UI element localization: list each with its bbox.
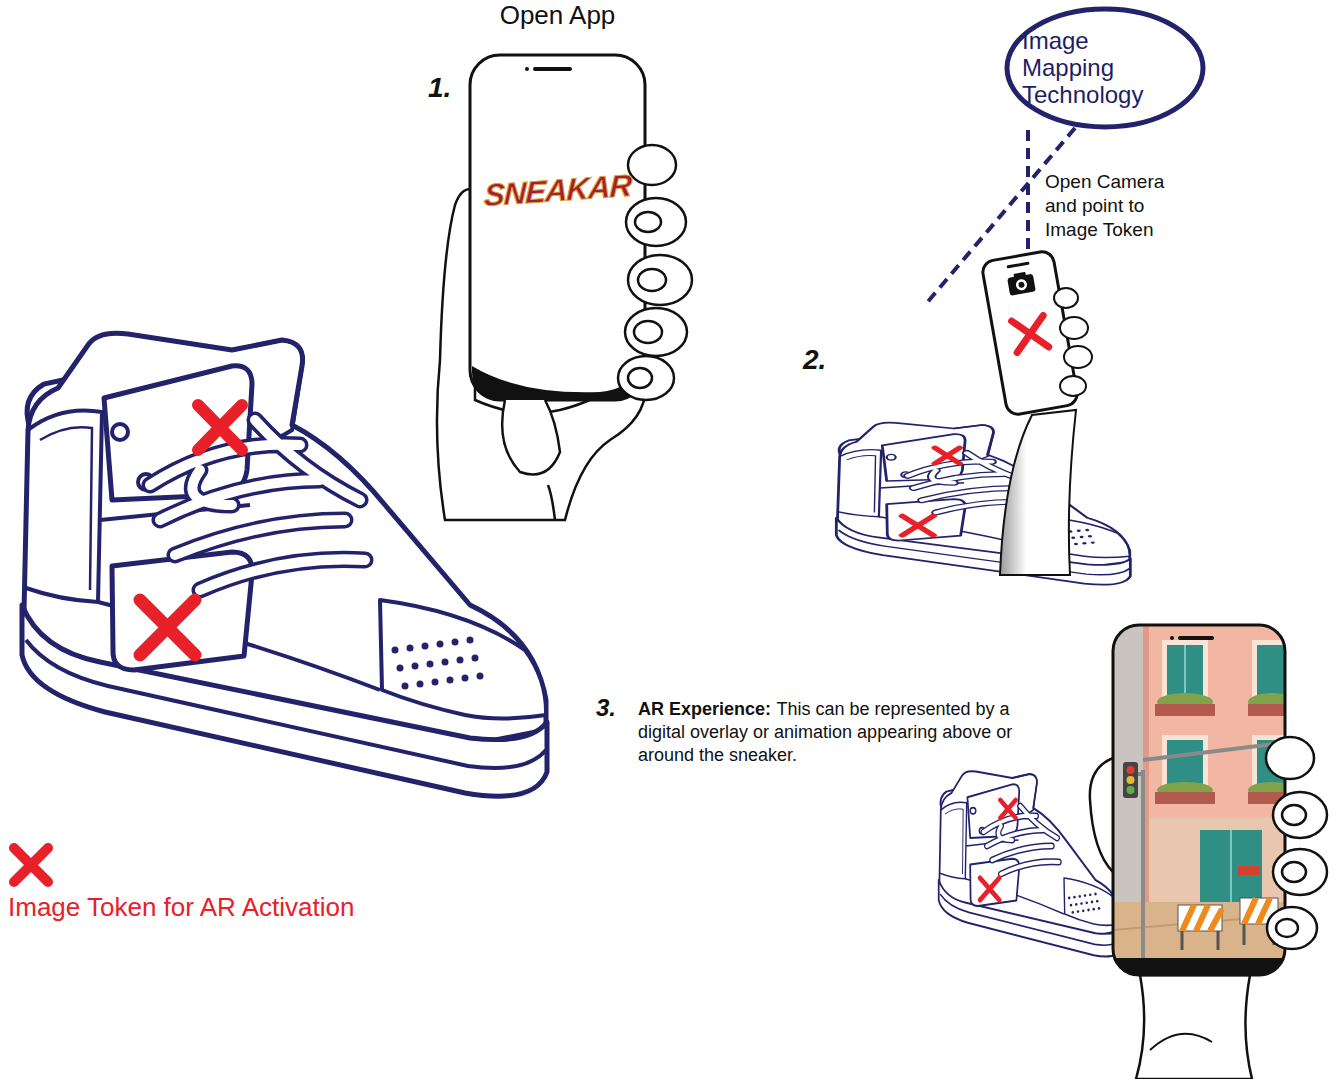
hand-holding-phone-part [502,400,560,475]
sneaker-illustration [836,423,1130,585]
hand-holding-phone-part-part [628,368,652,388]
technology-ellipse: Image Mapping Technology [1004,6,1206,130]
hand-holding-phone-part [1136,975,1252,1079]
hand-holding-phone-part [1180,636,1212,640]
hand-holding-phone-part-part [1155,792,1215,804]
hand-holding-phone-part-part [1257,645,1285,699]
hand-holding-phone-part [548,485,555,520]
hand-holding-phone-part [1170,636,1174,640]
hand-holding-phone-part-part [618,356,674,400]
hand-holding-phone-part-part [1123,762,1138,798]
step-heading: Open App [440,0,675,31]
hand-holding-phone-part-part [1149,818,1285,908]
hand-holding-phone-part-part [1054,288,1078,308]
hand-holding-phone-part-part [1128,742,1285,975]
hand-holding-phone-part [1113,625,1285,975]
hand-holding-phone-part-part [1064,346,1092,368]
hand-holding-phone-part [525,67,529,71]
hand-holding-phone [1090,625,1327,1079]
description-heading: AR Experience: [638,699,771,719]
ellipse-shape [1007,9,1203,127]
token-symbol-cross [14,848,48,882]
hand-holding-phone-part-part [1267,907,1317,949]
description-paragraph: AR Experience:This can be represented by… [638,698,1048,767]
hand-holding-phone-part-part [1182,924,1274,950]
hand-holding-phone-part-part [1127,776,1135,784]
app-phone: Open AppSNEAKAR [470,55,645,400]
legend-entry: Image Token for AR Activation [8,838,354,923]
sneaker-illustration-part [836,423,1130,585]
hand-holding-phone-part-part [1252,640,1285,702]
hand-holding-phone-part-part [1273,792,1327,838]
hand-holding-phone-part-part [1266,737,1314,779]
hand-holding-phone-part-part [1155,704,1215,716]
app-logo-text: SNEAKAR [469,167,646,215]
hand-holding-phone-part [1000,410,1076,575]
hand-holding-phone-part-part [626,198,686,246]
legend-label: Image Token for AR Activation [8,892,354,923]
hand-holding-phone-part [1150,1034,1212,1050]
hand-holding-phone-part-part [1162,640,1208,702]
hand-holding-phone-part [535,67,570,71]
hand-holding-phone-part-part [1127,786,1135,794]
leader-line-part [1026,130,1030,252]
hand-holding-phone-part [1054,288,1092,396]
step-number: 1. [428,72,451,104]
hand-holding-phone-part-part [1182,905,1222,931]
hand-holding-phone-part-part [1244,898,1270,924]
hand-holding-phone-part [1266,737,1327,949]
hand-holding-phone-part-part [1282,805,1306,825]
hand-holding-phone-part-part [1238,866,1260,875]
hand-holding-phone-part-part [1015,278,1028,291]
hand-holding-phone-part-part [1184,645,1186,699]
hand-holding-phone [981,250,1092,575]
hand-holding-phone-part-part [634,321,662,343]
hand-holding-phone-part-part [1013,272,1026,279]
hand-holding-phone-part [470,55,645,400]
hand-holding-phone-part-part [1178,905,1222,931]
hand-holding-phone-part-part [638,269,666,291]
hand-holding-phone-part-part [1282,862,1306,882]
hand-holding-phone-part-part [1060,376,1086,396]
hand-holding-phone-part-part [1248,704,1285,716]
hand-holding-phone-part-part [628,255,692,305]
hand-holding-phone-part-part [1127,766,1135,774]
hand-holding-phone-part-part [628,145,676,185]
hand-holding-phone-part [1113,625,1285,975]
hand-holding-phone-part-part [625,308,687,356]
hand-holding-phone [437,55,692,520]
instruction-note: Open Camera and point to Image Token [1045,170,1173,242]
step-number: 2. [803,344,826,376]
hand-holding-phone-part-part [1276,919,1298,937]
hand-holding-phone-part-part [1273,849,1327,895]
hand-holding-phone-part-part [1012,315,1049,352]
step-number: 3. [596,694,616,722]
hand-holding-phone-part [1090,758,1113,872]
hand-holding-phone-part-part [635,212,661,232]
hand-holding-phone-part-part [1167,645,1203,699]
hand-holding-phone-part-part [1230,830,1232,902]
hand-holding-phone-part [1116,958,1282,975]
hand-holding-phone-part-part [1060,317,1088,339]
hand-holding-phone-part-part [1008,263,1028,266]
ellipse-label: Image Mapping Technology [1022,27,1162,108]
token-symbol [8,838,58,888]
hand-holding-phone-part-part [1200,830,1262,902]
hand-holding-phone-part-part [1018,281,1025,288]
